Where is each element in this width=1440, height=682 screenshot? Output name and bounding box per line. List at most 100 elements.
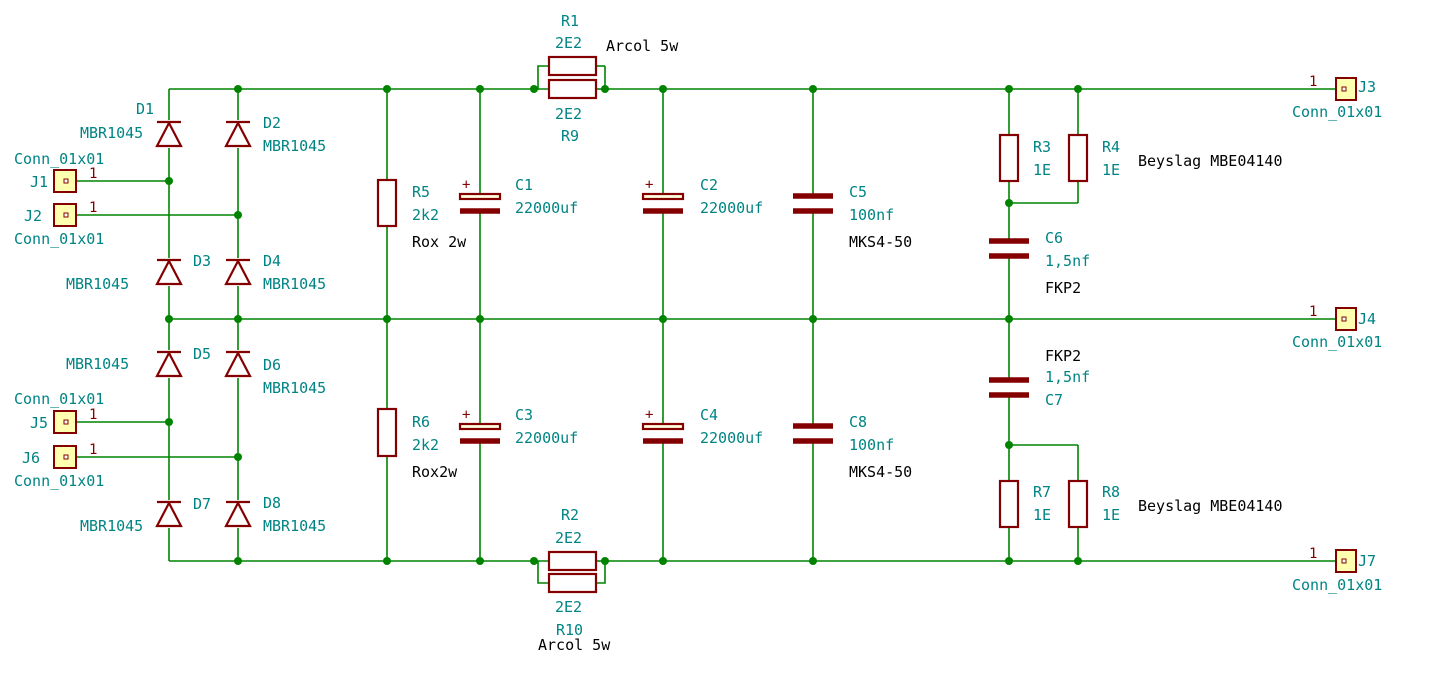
c3-value: 22000uf [515,429,578,447]
r6-note: Rox2w [412,463,458,481]
resistor-r2 [547,550,598,572]
capacitor-c2: + [641,177,685,214]
d6-ref: D6 [263,356,281,374]
r1-ref: R1 [561,12,579,30]
c5-note: MKS4-50 [849,233,912,251]
r6-value: 2k2 [412,436,439,454]
d7-ref: D7 [193,495,211,513]
resistor-r5 [376,178,398,228]
connector-j4: 1 [1309,304,1357,331]
d7-value: MBR1045 [80,517,143,535]
resistor-r10 [547,572,598,594]
j2-value: Conn_01x01 [14,230,104,248]
diode-d2 [224,120,252,148]
r8-ref: R8 [1102,483,1120,501]
j6-value: Conn_01x01 [14,472,104,490]
c4-value: 22000uf [700,429,763,447]
d2-value: MBR1045 [263,137,326,155]
r3-value: 1E [1033,161,1051,179]
c8-value: 100nf [849,436,894,454]
connector-j1: 1 [53,166,97,193]
c7-value: 1,5nf [1045,368,1090,386]
d4-ref: D4 [263,252,281,270]
j4-value: Conn_01x01 [1292,333,1382,351]
c1-ref: C1 [515,176,533,194]
connector-j6: 1 [53,442,97,469]
r4-note: Beyslag MBE04140 [1138,152,1283,170]
d6-value: MBR1045 [263,379,326,397]
c1-value: 22000uf [515,199,578,217]
c8-note: MKS4-50 [849,463,912,481]
d8-ref: D8 [263,494,281,512]
d3-value: MBR1045 [66,275,129,293]
resistor-r9 [547,78,598,100]
resistor-r3 [998,133,1020,183]
j2-ref: J2 [24,207,42,225]
svg-text:1: 1 [89,442,97,458]
r4-value: 1E [1102,161,1120,179]
resistor-r8 [1067,479,1089,529]
connector-j7: 1 [1309,546,1357,573]
d1-ref: D1 [136,100,154,118]
diode-d7 [155,500,183,528]
connector-j5: 1 [53,407,97,434]
r10-ref: R10 [556,621,583,639]
svg-text:+: + [645,407,653,423]
connector-j3: 1 [1309,74,1357,101]
c7-ref: C7 [1045,391,1063,409]
c5-ref: C5 [849,183,867,201]
diode-d4 [224,258,252,286]
r3-ref: R3 [1033,138,1051,156]
r2-note: Arcol 5w [538,636,611,654]
svg-text:+: + [462,177,470,193]
r1-value: 2E2 [555,34,582,52]
d8-value: MBR1045 [263,517,326,535]
j5-value: Conn_01x01 [14,390,104,408]
svg-text:1: 1 [1309,304,1317,320]
d4-value: MBR1045 [263,275,326,293]
r4-ref: R4 [1102,138,1120,156]
capacitor-c4: + [641,407,685,444]
c8-ref: C8 [849,413,867,431]
j1-value: Conn_01x01 [14,150,104,168]
j1-ref: J1 [30,173,48,191]
resistor-r4 [1067,133,1089,183]
svg-text:1: 1 [1309,546,1317,562]
capacitor-c7 [989,377,1029,398]
d3-ref: D3 [193,252,211,270]
r10-value: 2E2 [555,598,582,616]
j5-ref: J5 [30,414,48,432]
c5-value: 100nf [849,206,894,224]
connector-j2: 1 [53,200,97,227]
d5-ref: D5 [193,345,211,363]
svg-text:1: 1 [89,200,97,216]
j6-ref: J6 [22,449,40,467]
d1-value: MBR1045 [80,124,143,142]
svg-text:1: 1 [89,407,97,423]
c4-ref: C4 [700,406,718,424]
diode-d6 [224,350,252,378]
svg-text:1: 1 [1309,74,1317,90]
diode-d1 [155,120,183,148]
diode-d8 [224,500,252,528]
j4-ref: J4 [1358,310,1376,328]
c6-value: 1,5nf [1045,252,1090,270]
capacitor-c1: + [458,177,502,214]
r5-note: Rox 2w [412,233,467,251]
j3-value: Conn_01x01 [1292,103,1382,121]
diode-d5 [155,350,183,378]
svg-text:+: + [645,177,653,193]
resistor-r6 [376,407,398,458]
capacitor-c8 [793,423,833,444]
r6-ref: R6 [412,413,430,431]
r7-value: 1E [1033,506,1051,524]
svg-text:1: 1 [89,166,97,182]
capacitor-c6 [989,238,1029,259]
c7-note: FKP2 [1045,347,1081,365]
r9-value: 2E2 [555,105,582,123]
c2-ref: C2 [700,176,718,194]
junctions [165,85,1082,565]
svg-text:+: + [462,407,470,423]
resistor-r1 [547,55,598,77]
c3-ref: C3 [515,406,533,424]
